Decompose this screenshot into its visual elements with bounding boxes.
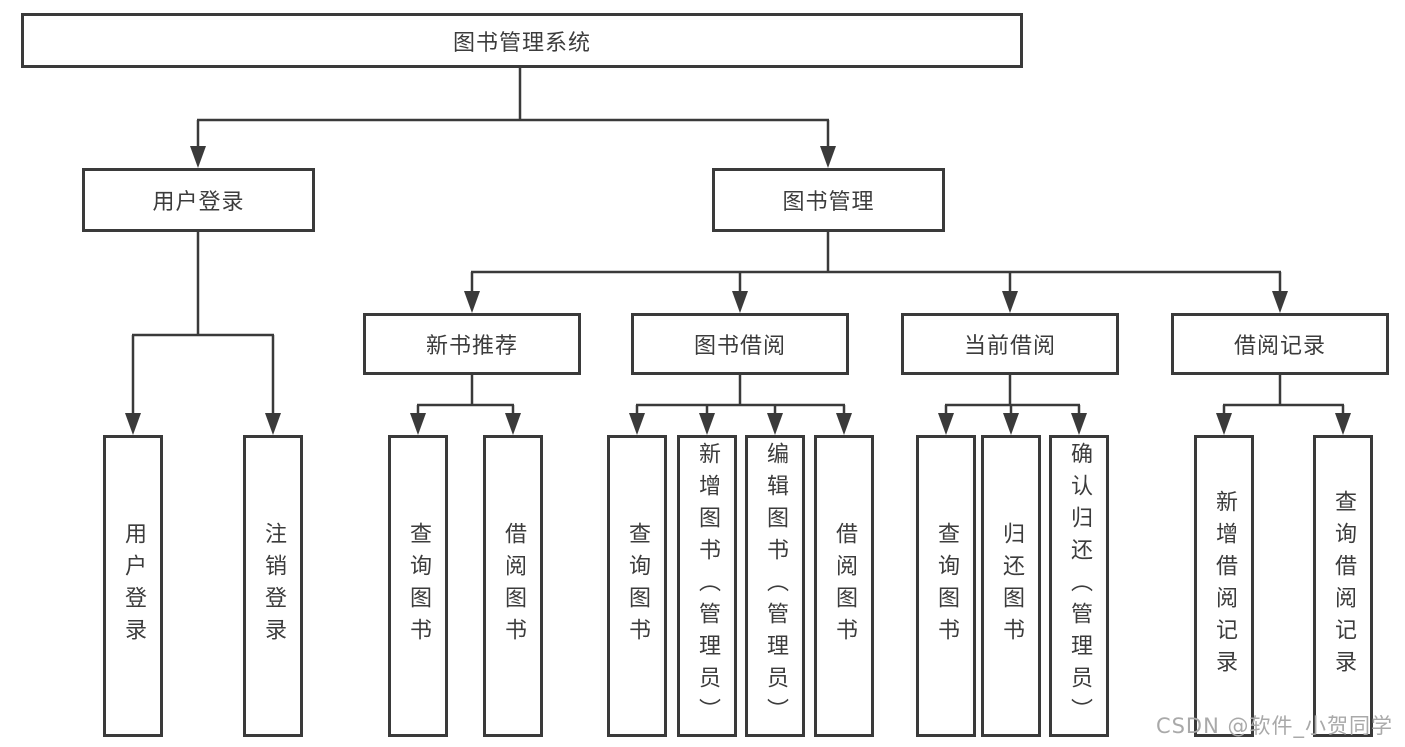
leaf-borrow-books: 借阅图书 — [814, 435, 874, 737]
leaf-user-login: 用户登录 — [103, 435, 163, 737]
leaf-edit-books-admin: 编辑图书（管理员） — [745, 435, 805, 737]
node-library-management-system: 图书管理系统 — [21, 13, 1023, 68]
leaf-confirm-return-admin: 确认归还（管理员） — [1049, 435, 1109, 737]
node-book-management: 图书管理 — [712, 168, 945, 232]
node-borrow-records: 借阅记录 — [1171, 313, 1389, 375]
leaf-query-books-recommend: 查询图书 — [388, 435, 448, 737]
leaf-query-books-current: 查询图书 — [916, 435, 976, 737]
node-book-borrow: 图书借阅 — [631, 313, 849, 375]
node-user-login: 用户登录 — [82, 168, 315, 232]
leaf-add-borrow-record: 新增借阅记录 — [1194, 435, 1254, 737]
leaf-logout: 注销登录 — [243, 435, 303, 737]
leaf-query-books-borrow: 查询图书 — [607, 435, 667, 737]
node-new-book-recommend: 新书推荐 — [363, 313, 581, 375]
leaf-add-books-admin: 新增图书（管理员） — [677, 435, 737, 737]
leaf-return-books: 归还图书 — [981, 435, 1041, 737]
node-current-borrow: 当前借阅 — [901, 313, 1119, 375]
leaf-borrow-books-recommend: 借阅图书 — [483, 435, 543, 737]
leaf-query-borrow-record: 查询借阅记录 — [1313, 435, 1373, 737]
